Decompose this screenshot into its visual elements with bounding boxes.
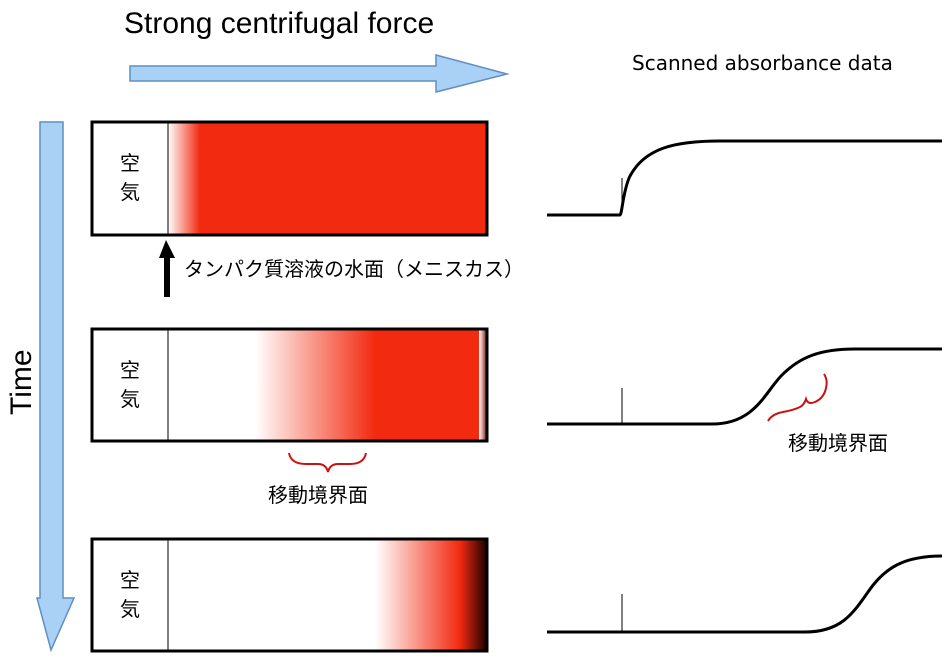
cell-1: 空 気 bbox=[90, 120, 489, 237]
force-label: Strong centrifugal force bbox=[124, 7, 434, 40]
absorbance-curve-2 bbox=[547, 347, 942, 426]
cell-3-air-label-top: 空 bbox=[120, 568, 140, 592]
cell-2-air-label-bottom: 気 bbox=[120, 387, 140, 411]
boundary-label-cell: 移動境界面 bbox=[268, 483, 368, 507]
absorbance-curve-3 bbox=[547, 554, 943, 634]
scan-label: Scanned absorbance data bbox=[632, 51, 893, 75]
absorbance-curve-1 bbox=[547, 139, 942, 217]
cell-1-air-label-bottom: 気 bbox=[120, 180, 140, 204]
time-arrow-icon bbox=[36, 121, 76, 653]
cell-2-air-label-top: 空 bbox=[120, 358, 140, 382]
force-arrow-icon bbox=[129, 54, 510, 93]
meniscus-label: タンパク質溶液の水面（メニスカス） bbox=[184, 257, 524, 281]
cell-3-air-label-bottom: 気 bbox=[120, 597, 140, 621]
boundary-brace-cell bbox=[288, 452, 367, 473]
meniscus-arrow-icon bbox=[159, 240, 175, 297]
boundary-label-curve: 移動境界面 bbox=[788, 431, 888, 455]
boundary-brace-curve bbox=[767, 373, 828, 422]
time-label: Time bbox=[5, 349, 38, 415]
cell-1-air-label-top: 空 bbox=[120, 151, 140, 175]
cell-3: 空 気 bbox=[90, 537, 489, 653]
cell-2: 空 気 bbox=[90, 327, 489, 443]
